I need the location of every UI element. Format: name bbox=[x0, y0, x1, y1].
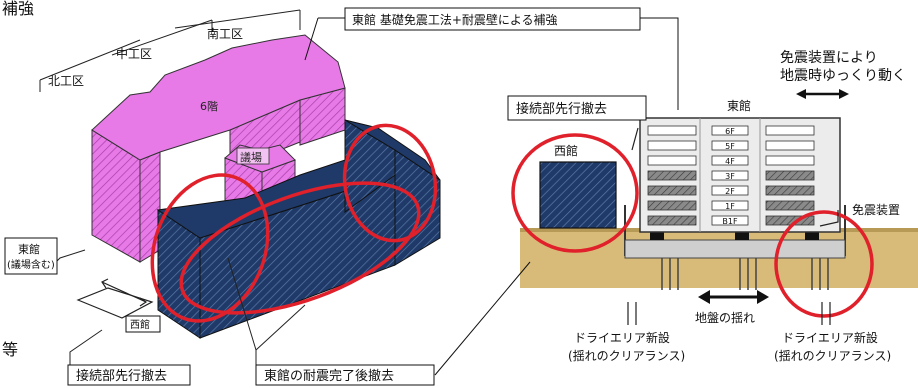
floor-label-3f: 3F bbox=[725, 172, 735, 181]
floor-window-2f-left bbox=[647, 185, 697, 196]
floor-box-5f bbox=[711, 140, 749, 151]
east-wing-right-label: 東館 bbox=[727, 98, 751, 113]
dry-area-right-line1: ドライエリア新設 bbox=[782, 330, 878, 345]
floor-window-5f-left bbox=[647, 140, 697, 151]
floor-window-6f-right bbox=[765, 125, 815, 136]
floor-window-b1f-right bbox=[765, 215, 815, 226]
connection-arrow bbox=[76, 278, 154, 319]
floor-window-1f-right bbox=[765, 200, 815, 211]
west-wing-left-box bbox=[125, 315, 161, 333]
assembly-hall-box bbox=[236, 147, 270, 165]
ground-shake-label: 地盤の揺れ bbox=[695, 311, 755, 325]
connection-remove-left-label: 接続部先行撤去 bbox=[76, 368, 167, 384]
floor-window-3f-right bbox=[765, 170, 815, 181]
floor-window-b1f-left bbox=[647, 215, 697, 226]
floor-box-1f bbox=[711, 200, 749, 211]
floor-box-b1f bbox=[711, 215, 749, 226]
east-wing-left-box bbox=[4, 237, 58, 275]
cross-section: 6F 5F 4F 3F 2F 1F B1F bbox=[434, 89, 918, 376]
sixth-floor-top bbox=[91, 34, 346, 161]
south-section-label: 南工区 bbox=[207, 26, 243, 41]
connection-remove-left-box bbox=[67, 364, 191, 386]
east-wing-left-label: 東館 bbox=[18, 242, 40, 256]
west-wing-left-label: 西館 bbox=[130, 318, 150, 331]
remove-after-seismic-box bbox=[255, 364, 435, 386]
floor-window-3f-left bbox=[647, 170, 697, 181]
title-label: 東館 基礎免震工法+耐震壁による補強 bbox=[352, 12, 558, 27]
middle-section-label: 中工区 bbox=[116, 46, 152, 61]
floor-label-1f: 1F bbox=[725, 202, 735, 211]
corner-cut-label: 補強 bbox=[2, 0, 34, 18]
remove-after-seismic-label: 東館の耐震完了後撤去 bbox=[264, 368, 394, 384]
floor-window-5f-right bbox=[765, 140, 815, 151]
isometric-building bbox=[39, 9, 441, 380]
floor-box-2f bbox=[711, 185, 749, 196]
floor-box-4f bbox=[711, 155, 749, 166]
title-box bbox=[344, 7, 641, 31]
floor-box-3f bbox=[711, 170, 749, 181]
highlight-ellipses bbox=[150, 123, 438, 323]
floor-window-4f-right bbox=[765, 155, 815, 166]
isolation-motion-arrow bbox=[796, 89, 849, 99]
dry-area-left-line2: (揺れのクリアランス) bbox=[568, 349, 685, 363]
floor-label-5f: 5F bbox=[725, 142, 735, 151]
isolation-note-line1: 免震装置により bbox=[780, 50, 878, 66]
floor-box-6f bbox=[711, 125, 749, 136]
floor-label-b1f: B1F bbox=[722, 217, 738, 226]
floor-window-1f-left bbox=[647, 200, 697, 211]
dry-area-right-line2: (揺れのクリアランス) bbox=[774, 349, 891, 363]
floor-window-4f-left bbox=[647, 155, 697, 166]
connection-remove-right-box bbox=[507, 95, 647, 121]
floor-label-6f: 6F bbox=[725, 127, 735, 136]
sixth-floor-label: 6階 bbox=[200, 99, 218, 113]
isolation-note-line2: 地震時ゆっくり動く bbox=[780, 68, 906, 84]
west-wing-right-label: 西館 bbox=[554, 143, 578, 158]
connection-remove-right-label: 接続部先行撤去 bbox=[516, 101, 607, 117]
east-wing-left-sublabel: (議場含む) bbox=[7, 258, 55, 271]
isolation-device-label: 免震装置 bbox=[852, 202, 900, 217]
corner-bottom-label: 等 bbox=[2, 340, 18, 359]
floor-window-2f-right bbox=[765, 185, 815, 196]
floor-window-6f-left bbox=[647, 125, 697, 136]
section-dimension-lines bbox=[39, 9, 301, 92]
floor-label-2f: 2F bbox=[725, 187, 735, 196]
assembly-hall-label: 議場 bbox=[240, 150, 262, 164]
north-section-label: 北工区 bbox=[48, 74, 84, 88]
dry-area-left-line1: ドライエリア新設 bbox=[574, 330, 670, 345]
floor-label-4f: 4F bbox=[725, 157, 735, 166]
west-wing-building bbox=[539, 161, 617, 229]
floor-rows: 6F 5F 4F 3F 2F 1F B1F bbox=[647, 125, 815, 226]
ground-shake-arrow bbox=[698, 290, 769, 304]
